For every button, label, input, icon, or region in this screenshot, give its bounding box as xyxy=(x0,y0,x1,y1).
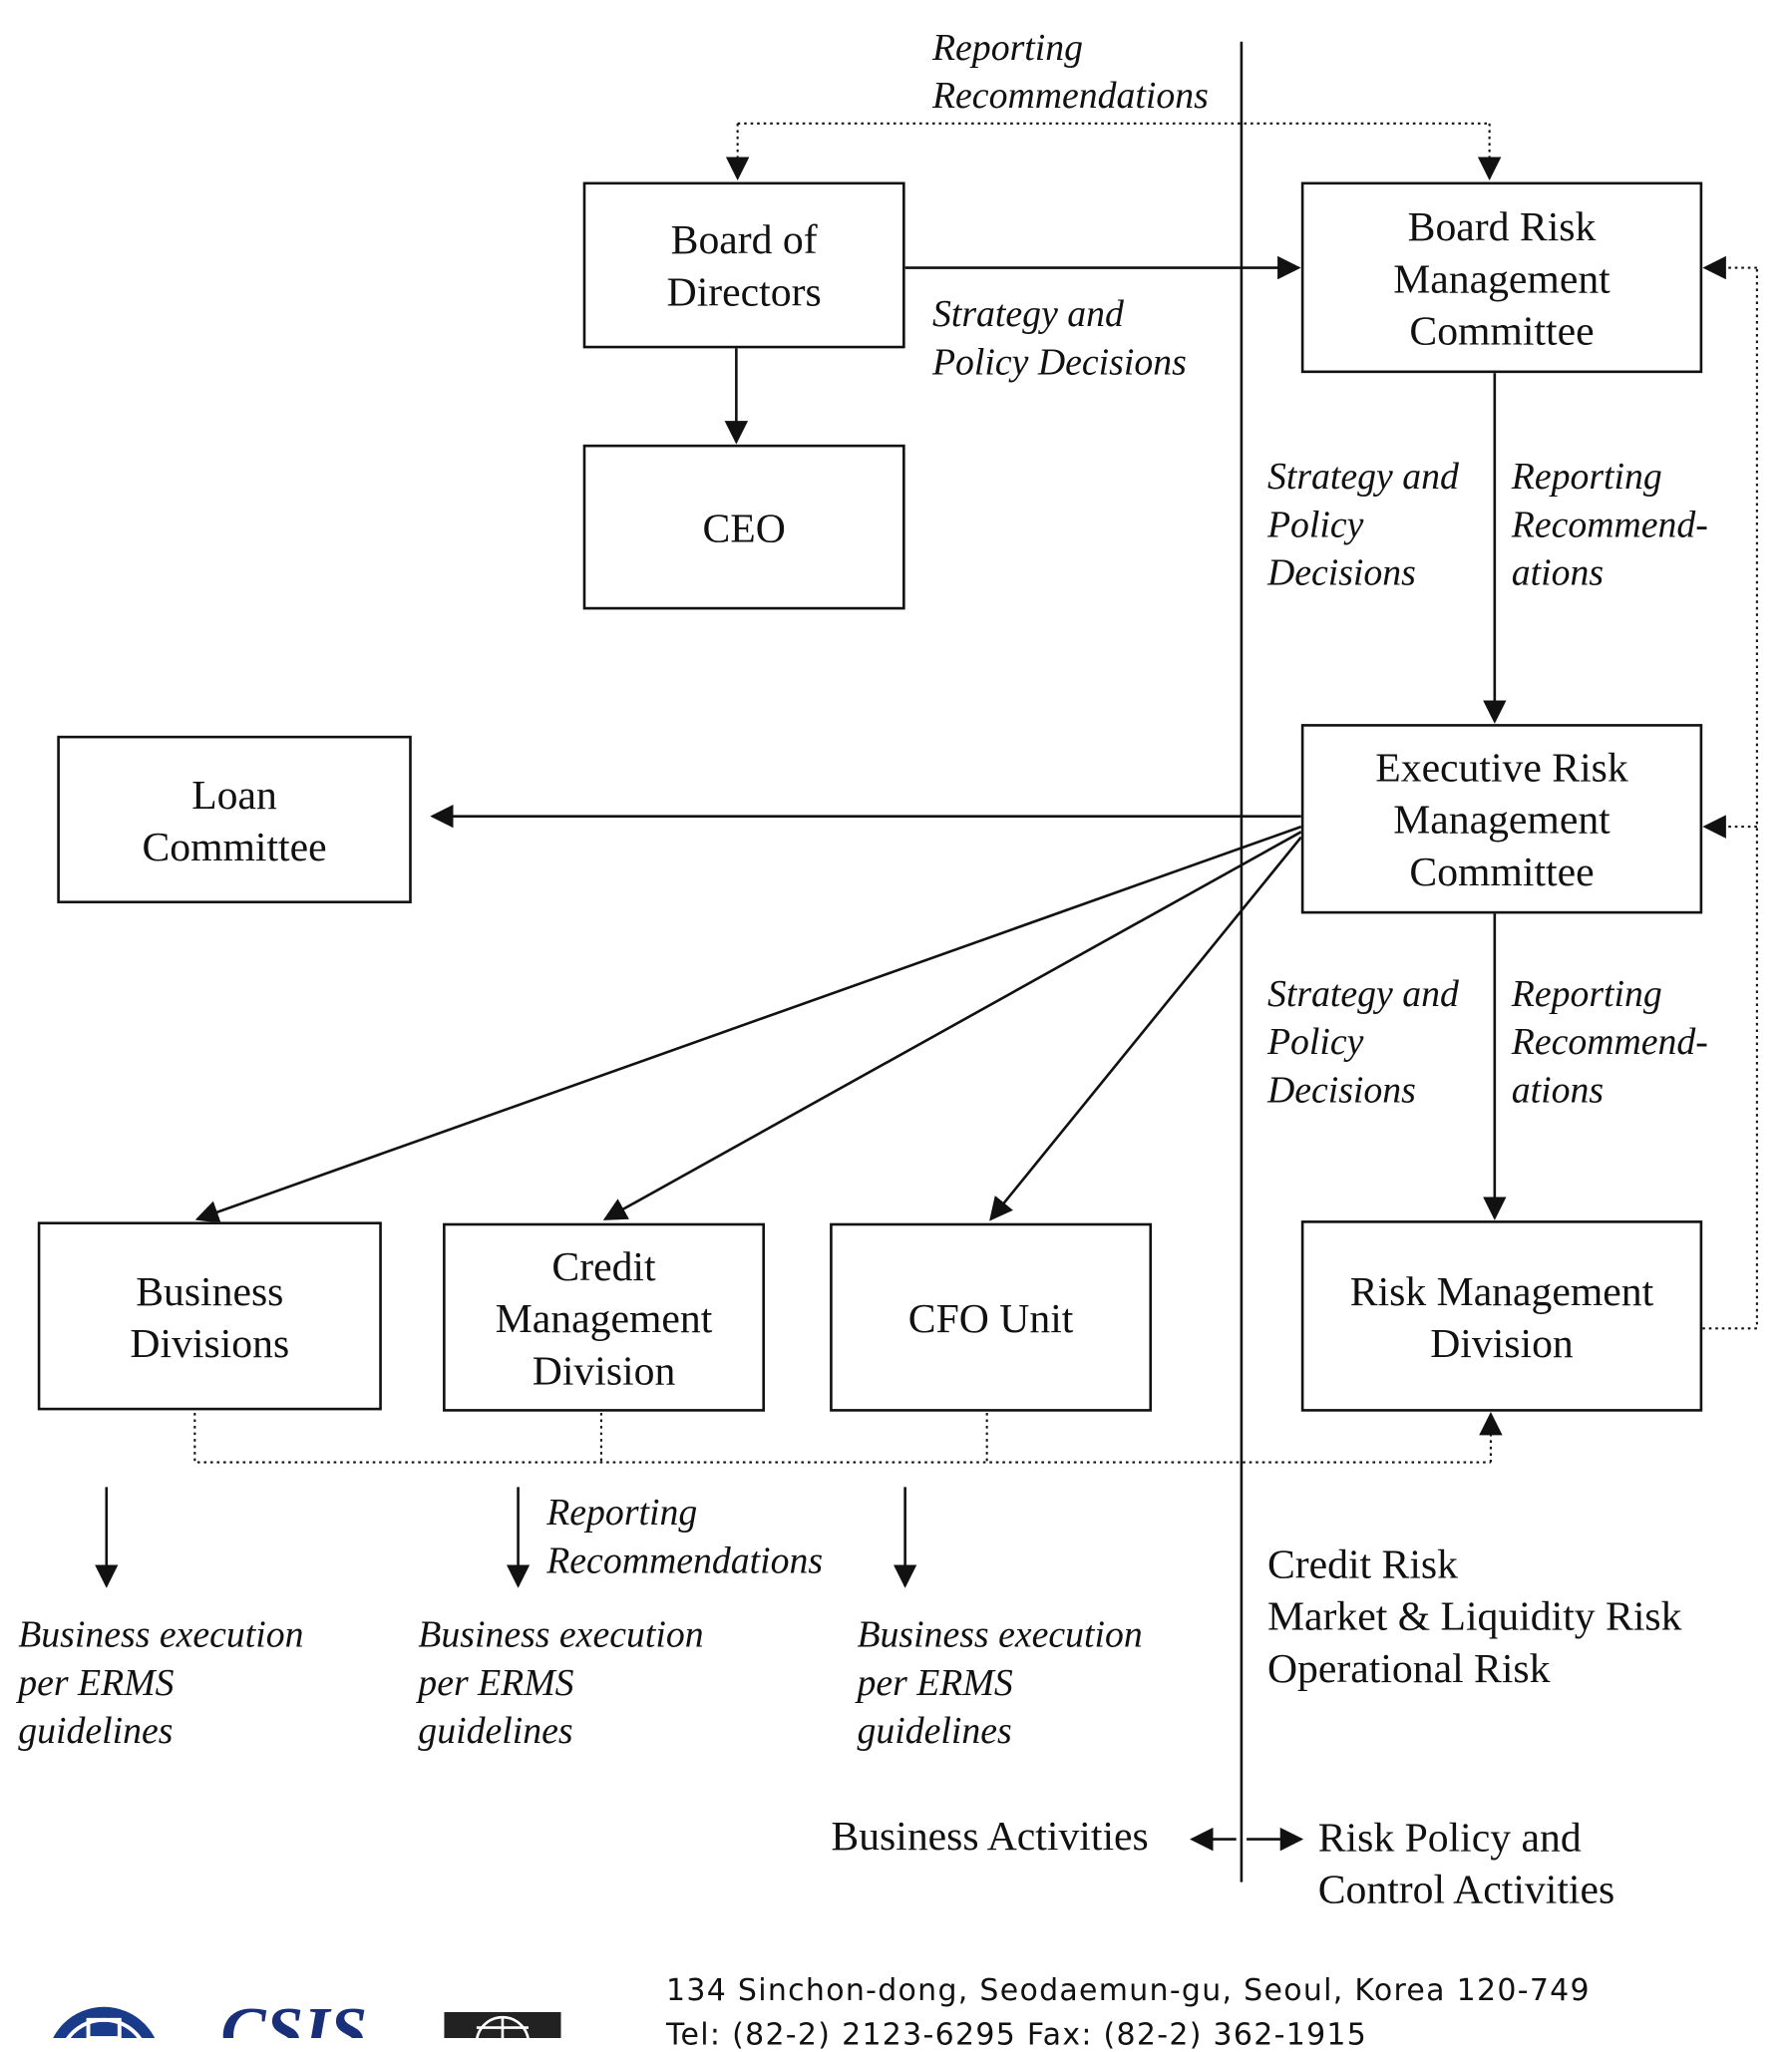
address-line: 134 Sinchon-dong, Seodaemun-gu, Seoul, K… xyxy=(666,1974,1591,2009)
top-reporting-label: Reporting Recommendations xyxy=(931,27,1209,118)
business-execution-label-2: Business execution per ERMS guidelines xyxy=(418,1614,704,1753)
board-risk-committee-box: Board Risk Management Committee xyxy=(1300,181,1703,374)
dotted-bottom-reporting xyxy=(193,1413,1491,1464)
contact-line: Tel: (82-2) 2123-6295 Fax: (82-2) 362-19… xyxy=(666,2018,1368,2052)
business-activities-label: Business Activities xyxy=(831,1812,1149,1860)
globe-logo xyxy=(444,2011,561,2039)
arrow-ermc-to-cfo xyxy=(989,836,1302,1221)
arrow-ermc-to-business xyxy=(194,825,1302,1223)
svg-text:CSIS: CSIS xyxy=(220,1996,367,2038)
strategy-label-2: Strategy and Policy Decisions xyxy=(1266,973,1459,1112)
business-execution-label-3: Business execution per ERMS guidelines xyxy=(857,1614,1143,1753)
arrow-ermc-to-credit xyxy=(602,831,1302,1220)
top-strategy-label: Strategy and Policy Decisions xyxy=(931,293,1187,384)
reporting-label-1: Reporting Recommend- ations xyxy=(1511,456,1708,594)
emblem-logo xyxy=(53,2006,156,2039)
board-of-directors-box: Board of Directors xyxy=(582,181,905,349)
business-execution-label-1: Business execution per ERMS guidelines xyxy=(18,1614,304,1753)
exec-risk-committee-box: Executive Risk Management Committee xyxy=(1300,724,1703,914)
risk-policy-label: Risk Policy and Control Activities xyxy=(1317,1813,1615,1912)
csis-logo: CSIS xyxy=(220,1996,367,2038)
risk-types-list: Credit Risk Market & Liquidity Risk Oper… xyxy=(1266,1539,1682,1691)
business-divisions-box: Business Divisions xyxy=(37,1221,382,1411)
dotted-right-feedback xyxy=(1702,267,1758,1330)
ceo-box: CEO xyxy=(582,444,905,610)
strategy-label-1: Strategy and Policy Decisions xyxy=(1266,456,1459,594)
cfo-unit-box: CFO Unit xyxy=(830,1222,1153,1412)
risk-mgmt-division-box: Risk Management Division xyxy=(1300,1220,1703,1412)
reporting-label-2: Reporting Recommend- ations xyxy=(1511,973,1708,1112)
bottom-reporting-label: Reporting Recommendations xyxy=(546,1492,824,1582)
loan-committee-box: Loan Committee xyxy=(57,735,412,904)
credit-mgmt-division-box: Credit Management Division xyxy=(443,1222,765,1412)
